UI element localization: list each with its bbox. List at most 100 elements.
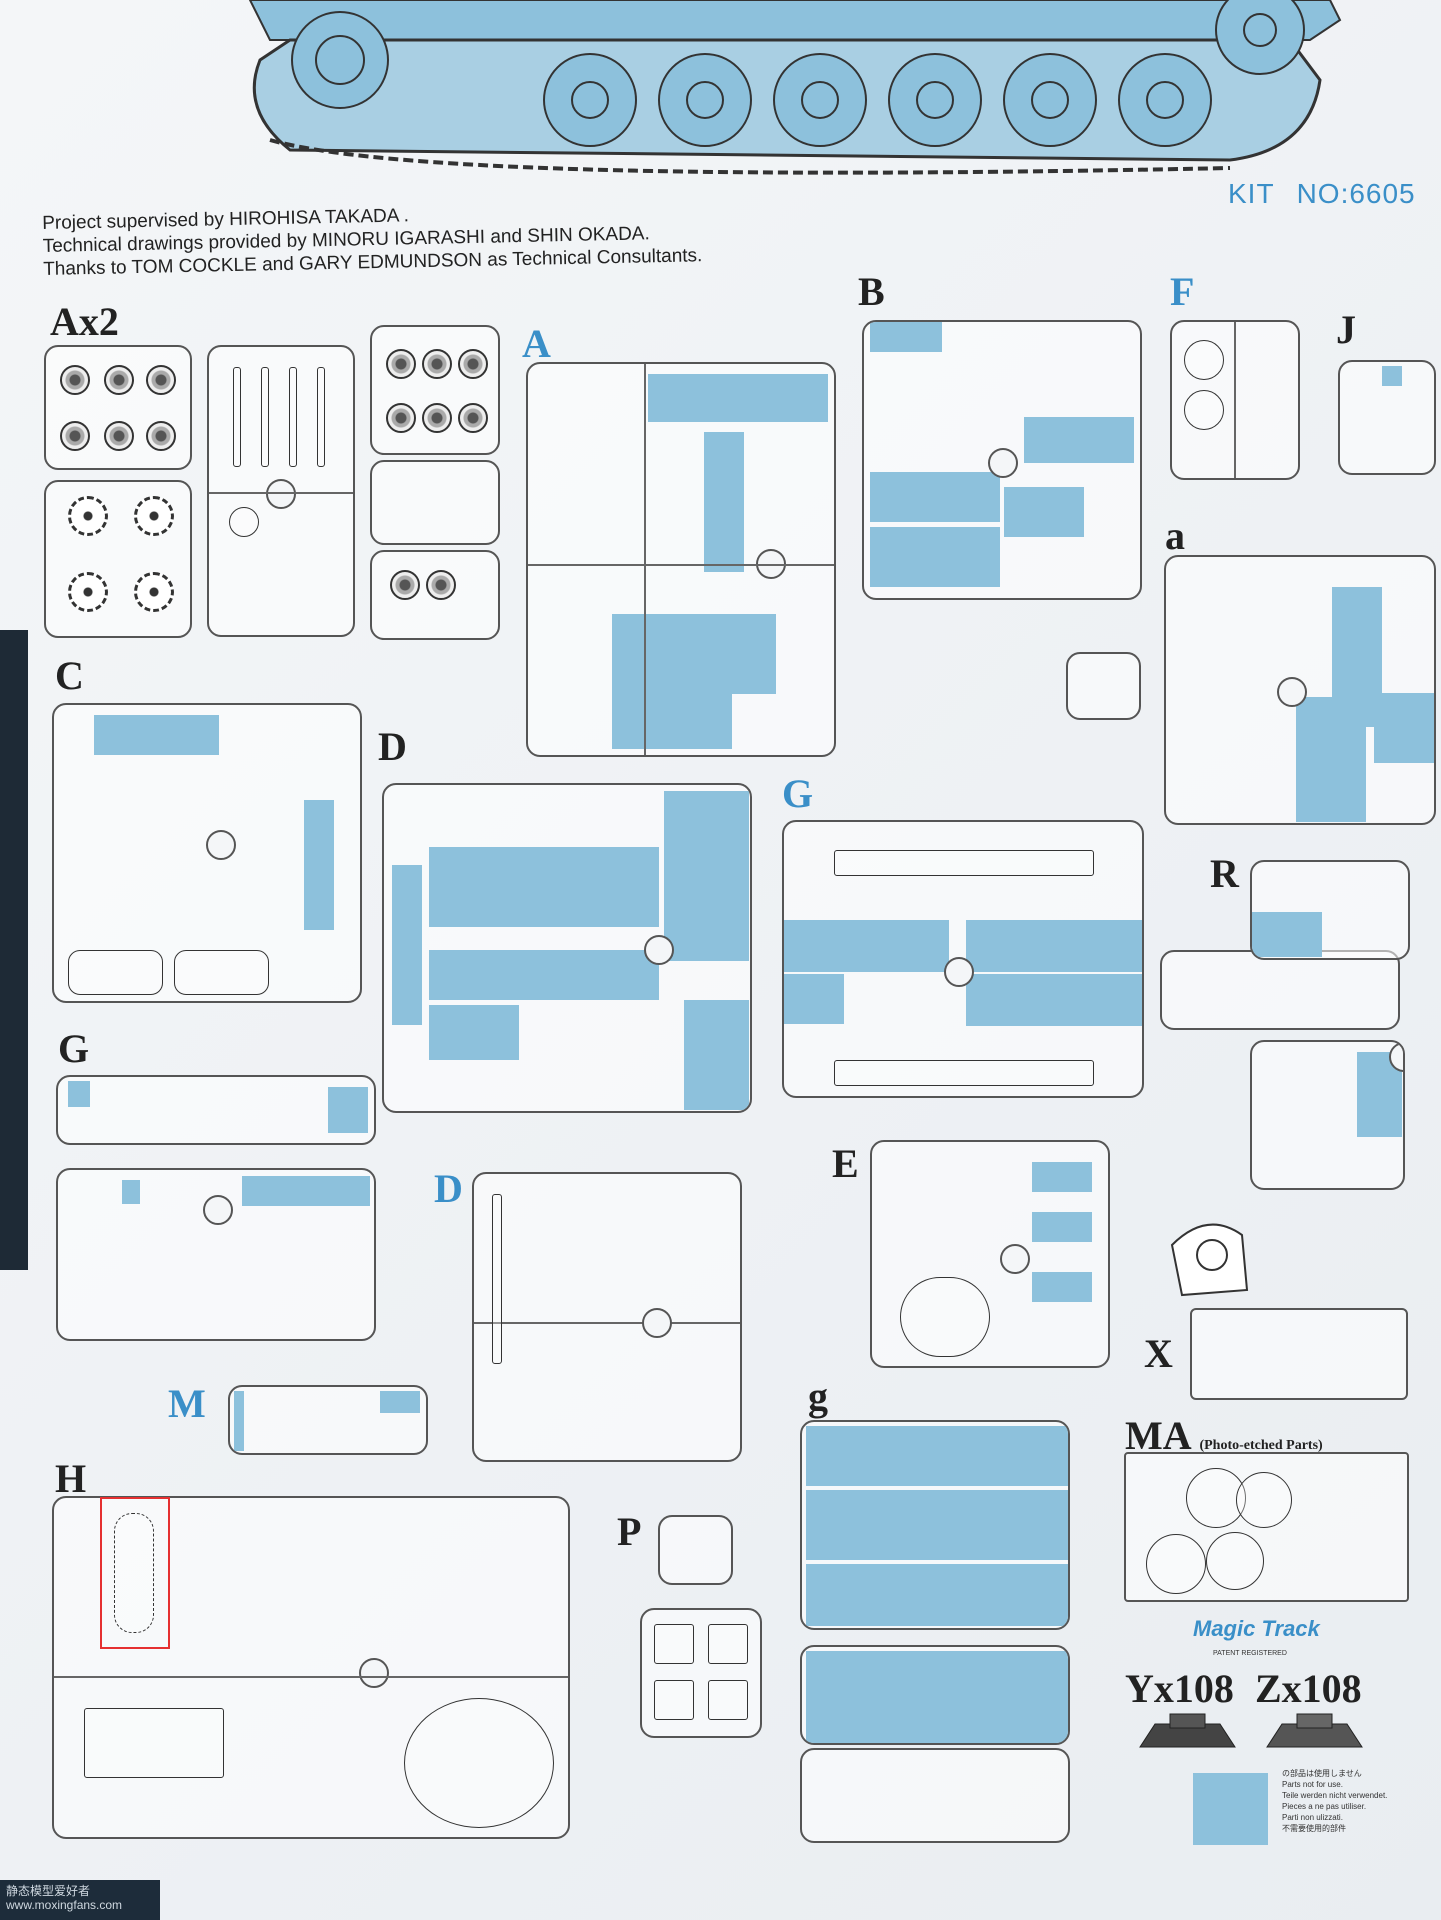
ma-sublabel: (Photo-etched Parts) [1199, 1438, 1323, 1453]
idler-wheel [134, 572, 174, 612]
sprue-label-ax2: Ax2 [50, 299, 119, 344]
sprue-gate [944, 957, 974, 987]
sprue-label-c: C [55, 653, 84, 698]
sprue-gate [642, 1308, 672, 1338]
part [261, 367, 269, 467]
track-link-y [1139, 1713, 1236, 1748]
sprue-label-g1: G [782, 771, 814, 816]
magic-track-logo: Magic Track [1193, 1616, 1320, 1641]
site-watermark: 静态模型爱好者 www.moxingfans.com [0, 1880, 160, 1920]
sprue-d1 [382, 783, 752, 1113]
sprue-a-lower-case [1164, 555, 1436, 825]
sprue-f [1170, 320, 1300, 480]
roller [458, 403, 488, 433]
part [317, 367, 325, 467]
roller [422, 349, 452, 379]
road-wheel [60, 421, 90, 451]
roller [422, 403, 452, 433]
sprue-label-g-lower: g [808, 1374, 828, 1419]
sprue-a-suspension [207, 345, 355, 637]
sprue-gate [203, 1195, 233, 1225]
sprue-g-lower-upper [800, 1420, 1070, 1630]
ma-label: MA [1125, 1413, 1190, 1458]
sprue-label-ma: MA (Photo-etched Parts) [1125, 1412, 1323, 1459]
credits-block: Project supervised by HIROHISA TAKADA . … [42, 198, 703, 281]
track-y-count: Yx108 [1125, 1666, 1234, 1711]
sprue-label-x: X [1144, 1331, 1173, 1376]
sprue-h [52, 1496, 570, 1839]
drive-sprocket [68, 496, 108, 536]
kit-number: KIT NO:6605 [1228, 178, 1416, 210]
sprue-d2 [472, 1172, 742, 1462]
sprue-a [526, 362, 836, 757]
sprue-b [862, 320, 1142, 600]
sprue-label-b: B [858, 269, 885, 314]
sprue-a-return-rollers [370, 325, 500, 455]
sprue-label-r: R [1210, 851, 1239, 896]
background-edge [0, 630, 28, 1270]
track-guide-part [114, 1513, 154, 1633]
roller [458, 349, 488, 379]
sprue-label-e: E [832, 1141, 859, 1186]
sprue-e [870, 1140, 1110, 1368]
sprue-gate [359, 1658, 389, 1688]
track-z-count: Zx108 [1255, 1666, 1362, 1711]
sprue-label-p: P [617, 1509, 642, 1554]
road-wheel [104, 421, 134, 451]
tank-side-view [248, 0, 1342, 175]
sprue-label-h: H [55, 1456, 87, 1501]
sprue-a-wheels [44, 345, 192, 470]
road-wheel [104, 365, 134, 395]
sprue-label-d1: D [378, 724, 407, 769]
sprue-r-upper [1160, 950, 1400, 1030]
sprue-gate [1000, 1244, 1030, 1274]
sprue-a-lower [370, 550, 500, 640]
sprue-a-hubs [370, 460, 500, 545]
sprue-gate [1277, 677, 1307, 707]
highlighted-part-h3 [100, 1497, 170, 1649]
sprue-r-top [1250, 860, 1410, 960]
runner [209, 492, 353, 494]
roller [386, 403, 416, 433]
sprue-gate [266, 479, 296, 509]
sprue-g1 [782, 820, 1144, 1098]
sprue-g2-upper [56, 1075, 376, 1145]
roller [390, 570, 420, 600]
sprue-x [1190, 1308, 1408, 1400]
sprue-m [228, 1385, 428, 1455]
sprue-label-f: F [1170, 269, 1195, 314]
sprue-a-sprockets [44, 480, 192, 638]
part [289, 367, 297, 467]
sprue-j [1338, 360, 1436, 475]
sprue-gate [988, 448, 1018, 478]
patent-text: PATENT REGISTERED [1213, 1650, 1287, 1657]
sprue-label-a: A [522, 321, 551, 366]
sprue-label-a-lower: a [1165, 513, 1185, 558]
sprue-gate [206, 830, 236, 860]
unused-parts-swatch [1193, 1773, 1268, 1845]
sprue-p [658, 1515, 733, 1585]
sprue-label-j: J [1336, 307, 1356, 352]
roller [386, 349, 416, 379]
kit-label: KIT [1228, 178, 1275, 209]
sprue-g-lower-bottom [800, 1748, 1070, 1843]
sprue-gate [644, 935, 674, 965]
road-wheel [146, 365, 176, 395]
sprue-g-lower-middle [800, 1645, 1070, 1745]
road-wheel [146, 421, 176, 451]
sprue-ma [1124, 1452, 1409, 1602]
idler-wheel [134, 496, 174, 536]
sprue-label-g2: G [58, 1026, 90, 1071]
roller [426, 570, 456, 600]
drive-sprocket [68, 572, 108, 612]
sprue-c [52, 703, 362, 1003]
kit-no: NO:6605 [1296, 178, 1416, 209]
sprue-label-d2: D [434, 1166, 463, 1211]
sprue-r-lower [1250, 1040, 1405, 1190]
sprue-h-hatches [640, 1608, 762, 1738]
unused-parts-legend: の部品は使用しません Parts not for use. Teile werd… [1282, 1769, 1388, 1833]
track-link-z [1266, 1713, 1363, 1748]
road-wheel [60, 365, 90, 395]
part [229, 507, 259, 537]
